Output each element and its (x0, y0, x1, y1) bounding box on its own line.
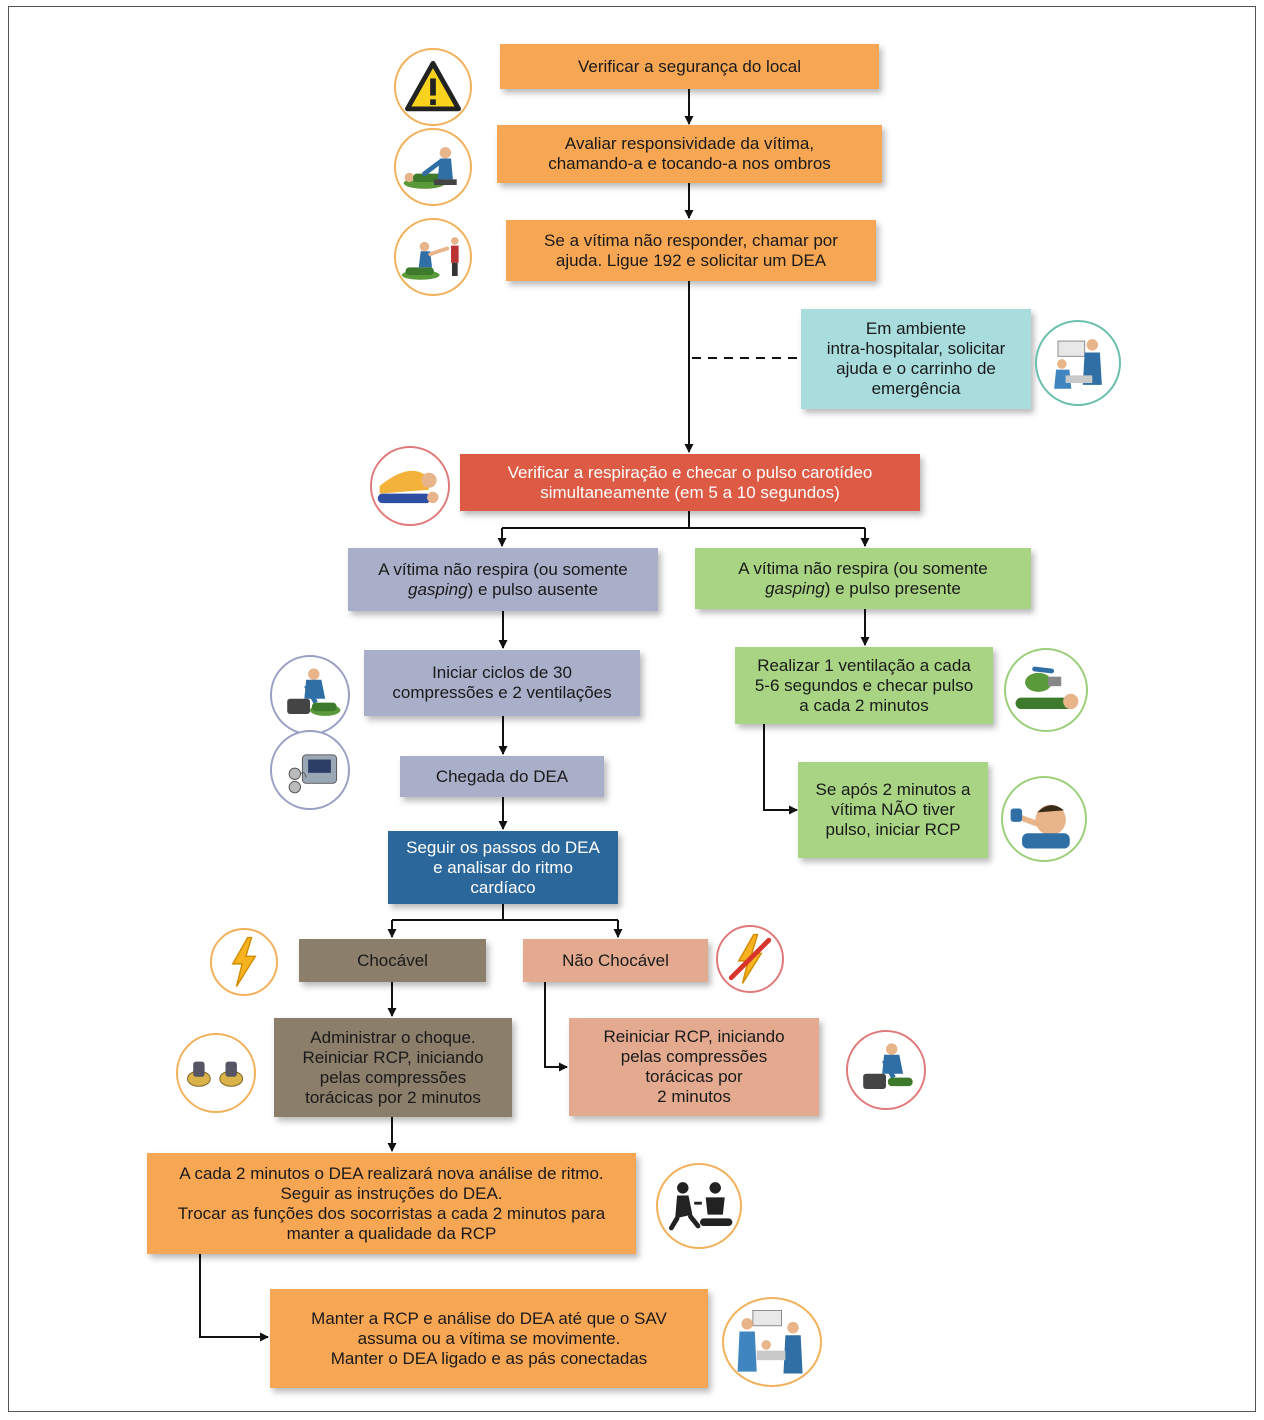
step-manter-rcp: Manter a RCP e análise do DEA até que o … (270, 1289, 708, 1388)
step-verificar-respiracao: Verificar a respiração e checar o pulso … (460, 454, 920, 511)
step-text: Chegada do DEA (435, 766, 569, 786)
branch-chocavel: Chocável (299, 939, 486, 982)
pulse-check-icon (1001, 776, 1087, 862)
arrow-nao-chocavel-reiniciar (544, 982, 568, 1072)
hospital-team-icon (1035, 320, 1121, 406)
step-intra-hospitalar: Em ambiente intra-hospitalar, solicitar … (801, 309, 1031, 409)
diagram-frame (8, 6, 1256, 1412)
step-text: Avaliar responsividade da vítima, chaman… (548, 134, 831, 173)
step-text: Verificar a respiração e checar o pulso … (507, 462, 873, 502)
shock-icon (210, 928, 278, 996)
step-text: Verificar a segurança do local (577, 56, 802, 76)
no-shock-icon (716, 925, 784, 993)
step-text: Em ambiente intra-hospitalar, solicitar … (826, 319, 1006, 398)
step-sem-pulso-rcp: Se após 2 minutos a vítima NÃO tiver pul… (798, 762, 988, 858)
step-realizar-ventilacao: Realizar 1 ventilação a cada 5-6 segundo… (735, 647, 993, 724)
step-nova-analise: A cada 2 minutos o DEA realizará nova an… (147, 1153, 636, 1254)
check-breathing-icon (370, 446, 450, 526)
step-administrar-choque: Administrar o choque. Reiniciar RCP, ini… (274, 1018, 512, 1117)
step-text: Iniciar ciclos de 30 compressões e 2 ven… (392, 663, 612, 702)
step-verificar-seguranca: Verificar a segurança do local (500, 44, 879, 89)
step-seguir-passos-dea: Seguir os passos do DEA e analisar do ri… (388, 831, 618, 904)
step-chegada-dea: Chegada do DEA (400, 756, 604, 797)
call-help-icon (394, 218, 472, 296)
step-reiniciar-rcp: Reiniciar RCP, iniciando pelas compressõ… (569, 1018, 819, 1116)
arrow-ventilacao-sem-pulso (763, 724, 798, 815)
aed-device-icon (270, 730, 350, 810)
tap-shoulder-icon (394, 128, 472, 206)
arrow-analise-manter (199, 1254, 269, 1342)
hospital-care-icon (722, 1297, 822, 1387)
step-chamar-ajuda: Se a vítima não responder, chamar por aj… (506, 220, 876, 281)
step-iniciar-ciclos: Iniciar ciclos de 30 compressões e 2 ven… (364, 650, 640, 716)
step-text: Reiniciar RCP, iniciando pelas compressõ… (603, 1027, 785, 1106)
step-text: Realizar 1 ventilação a cada 5-6 segundo… (754, 655, 974, 715)
compressions-icon (270, 655, 350, 735)
warning-icon (394, 48, 472, 126)
step-avaliar-responsividade: Avaliar responsividade da vítima, chaman… (497, 125, 882, 183)
step-text: A vítima não respira (ou somente gasping… (738, 558, 988, 598)
branch-pulso-ausente: A vítima não respira (ou somente gasping… (348, 548, 658, 611)
step-text: Não Chocável (562, 950, 669, 970)
step-text: Se após 2 minutos a vítima NÃO tiver pul… (815, 780, 971, 839)
step-text: A cada 2 minutos o DEA realizará nova an… (177, 1163, 606, 1243)
branch-pulso-presente: A vítima não respira (ou somente gasping… (695, 548, 1031, 609)
step-text: Seguir os passos do DEA e analisar do ri… (406, 837, 600, 897)
cpr-restart-icon (846, 1030, 926, 1110)
step-text: Se a vítima não responder, chamar por aj… (544, 230, 838, 270)
branch-nao-chocavel: Não Chocável (523, 939, 708, 982)
rescuer-swap-icon (656, 1163, 742, 1249)
bag-valve-icon (1004, 648, 1088, 732)
step-text: Administrar o choque. Reiniciar RCP, ini… (302, 1027, 484, 1107)
step-text: Manter a RCP e análise do DEA até que o … (311, 1308, 667, 1368)
paddles-icon (176, 1033, 256, 1113)
step-text: Chocável (357, 950, 428, 970)
step-text: A vítima não respira (ou somente gasping… (378, 559, 628, 599)
